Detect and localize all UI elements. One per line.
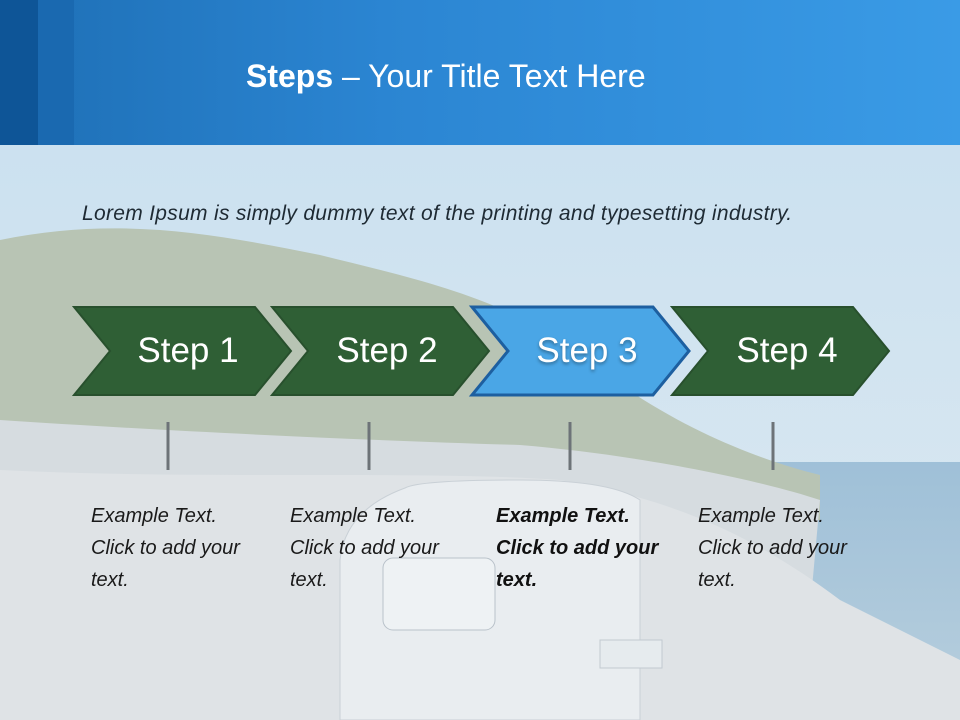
title-bar: Steps – Your Title Text Here	[0, 0, 960, 145]
slide-title[interactable]: Steps – Your Title Text Here	[246, 56, 646, 96]
step-4-label[interactable]: Step 4	[736, 331, 838, 370]
title-rest: – Your Title Text Here	[333, 58, 646, 94]
accent-stripe	[0, 0, 38, 145]
step-2-chevron[interactable]	[269, 306, 491, 396]
step-1-label[interactable]: Step 1	[137, 331, 239, 370]
accent-stripe	[38, 0, 74, 145]
step-1-text[interactable]: Example Text. Click to add your text.	[91, 505, 240, 591]
title-bold: Steps	[246, 58, 334, 94]
caravan	[339, 479, 663, 720]
step-4-chevron[interactable]	[669, 306, 891, 396]
step-3-label[interactable]: Step 3	[536, 331, 638, 370]
step-4-text[interactable]: Example Text. Click to add your text.	[698, 505, 847, 591]
intro-text[interactable]: Lorem Ipsum is simply dummy text of the …	[82, 202, 793, 225]
step-2-label[interactable]: Step 2	[336, 331, 438, 370]
step-3-chevron[interactable]	[468, 305, 691, 397]
step-3-text[interactable]: Example Text. Click to add your text.	[496, 505, 659, 591]
step-1-chevron[interactable]	[71, 306, 293, 396]
step-2-text[interactable]: Example Text. Click to add your text.	[290, 505, 439, 591]
